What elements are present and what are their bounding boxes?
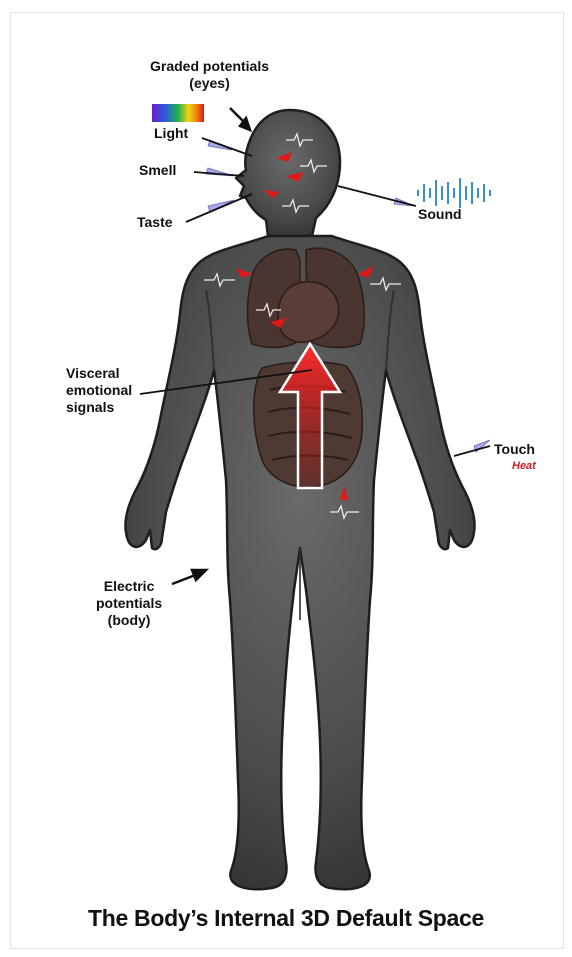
label-visceral-line2: emotional [66, 382, 132, 399]
label-light: Light [154, 125, 188, 142]
figure-caption: The Body’s Internal 3D Default Space [0, 905, 572, 932]
label-electric-line2: potentials [96, 595, 162, 612]
label-smell: Smell [139, 162, 176, 179]
label-heat: Heat [512, 460, 536, 472]
label-graded-potentials-line1: Graded potentials [150, 58, 269, 75]
lungs-and-heart [248, 248, 365, 347]
sound-wave-icon [418, 178, 490, 208]
label-graded-potentials: Graded potentials (eyes) [150, 58, 269, 92]
label-sound: Sound [418, 206, 462, 223]
human-body-silhouette [126, 110, 475, 889]
label-electric-line1: Electric [96, 578, 162, 595]
label-visceral-emotional-signals: Visceral emotional signals [66, 365, 132, 416]
label-visceral-line3: signals [66, 399, 132, 416]
label-electric-line3: (body) [96, 612, 162, 629]
label-touch: Touch [494, 441, 535, 458]
label-electric-potentials: Electric potentials (body) [96, 578, 162, 629]
label-taste: Taste [137, 214, 173, 231]
label-graded-potentials-line2: (eyes) [150, 75, 269, 92]
label-visceral-line1: Visceral [66, 365, 132, 382]
light-spectrum-icon [152, 104, 204, 122]
